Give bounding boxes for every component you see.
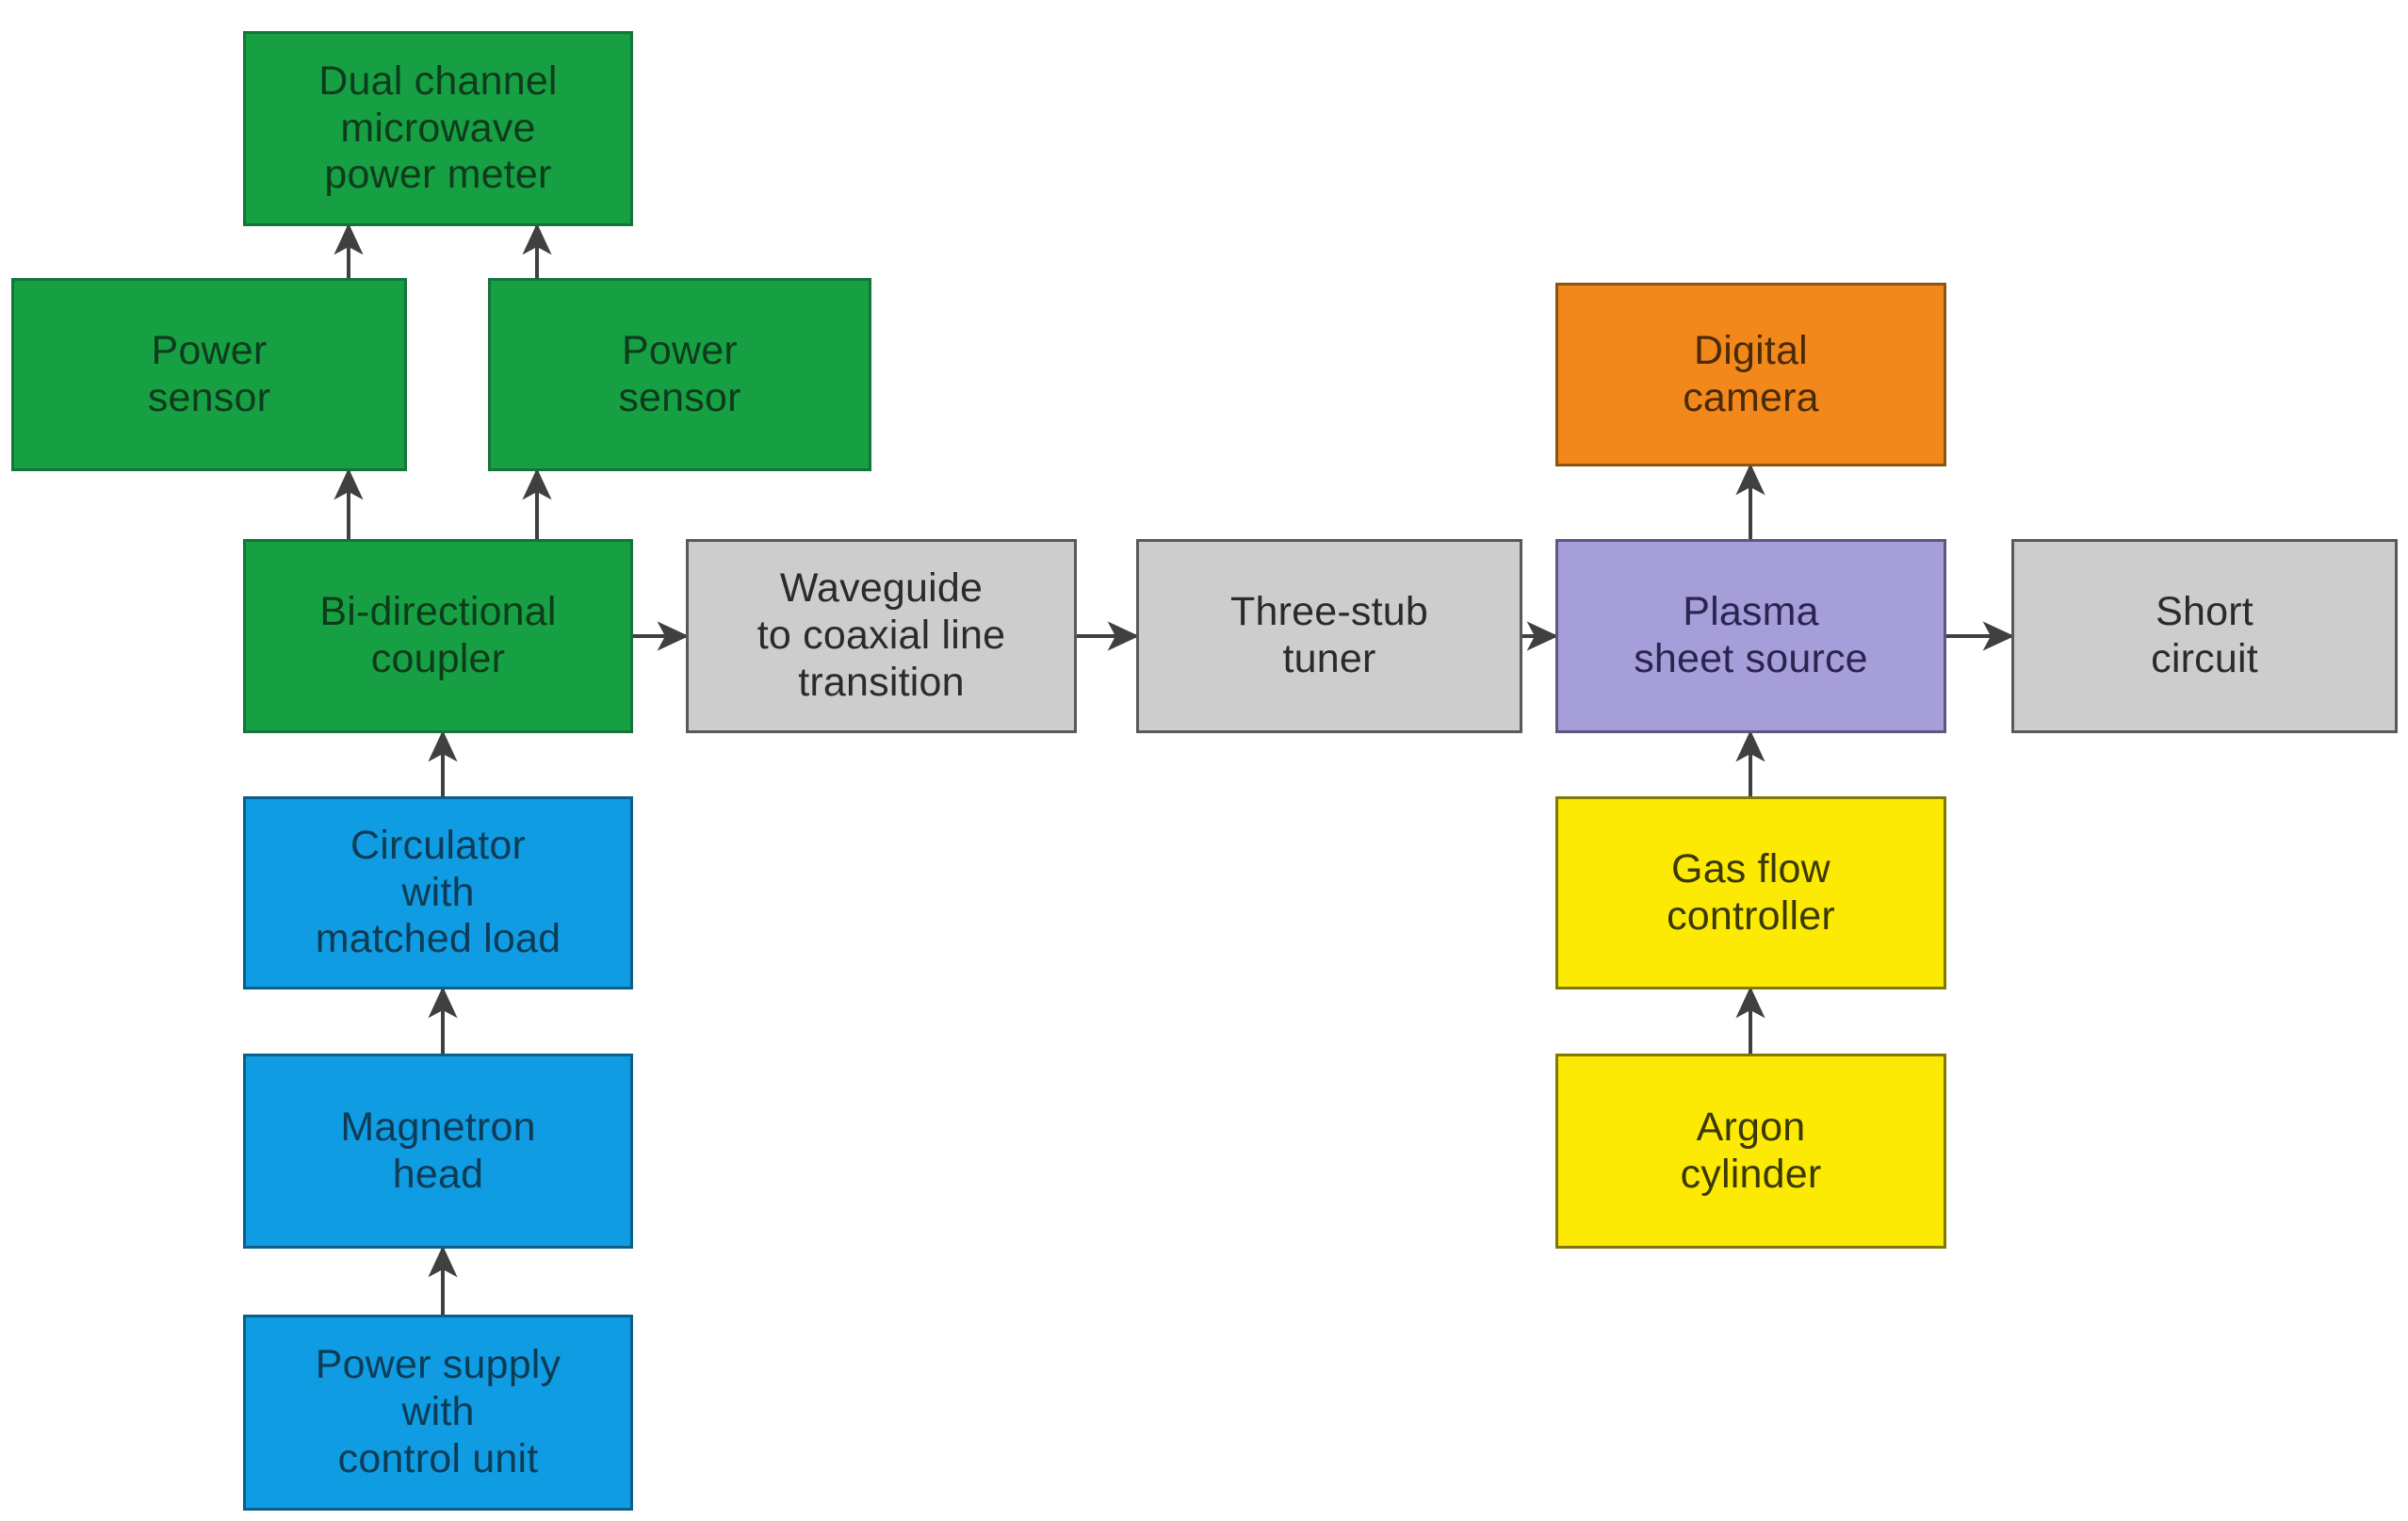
node-plasma-sheet-source[interactable]: Plasma sheet source bbox=[1555, 539, 1946, 733]
node-label: Power supply with control unit bbox=[315, 1342, 561, 1481]
node-label: Power sensor bbox=[618, 327, 741, 420]
node-label: Argon cylinder bbox=[1680, 1104, 1822, 1197]
node-label: Digital camera bbox=[1683, 327, 1819, 420]
node-gas-flow-controller[interactable]: Gas flow controller bbox=[1555, 796, 1946, 989]
node-label: Power sensor bbox=[147, 327, 271, 420]
node-label: Three-stub tuner bbox=[1230, 589, 1428, 681]
node-power-sensor-left[interactable]: Power sensor bbox=[11, 278, 407, 471]
node-circulator-with-matched-load[interactable]: Circulator with matched load bbox=[243, 796, 633, 989]
node-power-supply-with-control-unit[interactable]: Power supply with control unit bbox=[243, 1315, 633, 1511]
node-label: Gas flow controller bbox=[1667, 845, 1835, 939]
node-short-circuit[interactable]: Short circuit bbox=[2011, 539, 2398, 733]
node-label: Short circuit bbox=[2151, 589, 2258, 681]
node-digital-camera[interactable]: Digital camera bbox=[1555, 283, 1946, 466]
node-label: Bi-directional coupler bbox=[319, 589, 557, 681]
node-waveguide-to-coaxial-line-transition[interactable]: Waveguide to coaxial line transition bbox=[686, 539, 1077, 733]
node-label: Plasma sheet source bbox=[1634, 589, 1868, 681]
node-label: Waveguide to coaxial line transition bbox=[757, 565, 1006, 705]
node-magnetron-head[interactable]: Magnetron head bbox=[243, 1054, 633, 1249]
node-dual-channel-microwave-power-meter[interactable]: Dual channel microwave power meter bbox=[243, 31, 633, 226]
node-label: Dual channel microwave power meter bbox=[318, 57, 558, 198]
node-three-stub-tuner[interactable]: Three-stub tuner bbox=[1136, 539, 1522, 733]
node-argon-cylinder[interactable]: Argon cylinder bbox=[1555, 1054, 1946, 1249]
node-bi-directional-coupler[interactable]: Bi-directional coupler bbox=[243, 539, 633, 733]
node-power-sensor-right[interactable]: Power sensor bbox=[488, 278, 871, 471]
node-label: Magnetron head bbox=[340, 1104, 536, 1197]
node-label: Circulator with matched load bbox=[315, 822, 561, 962]
